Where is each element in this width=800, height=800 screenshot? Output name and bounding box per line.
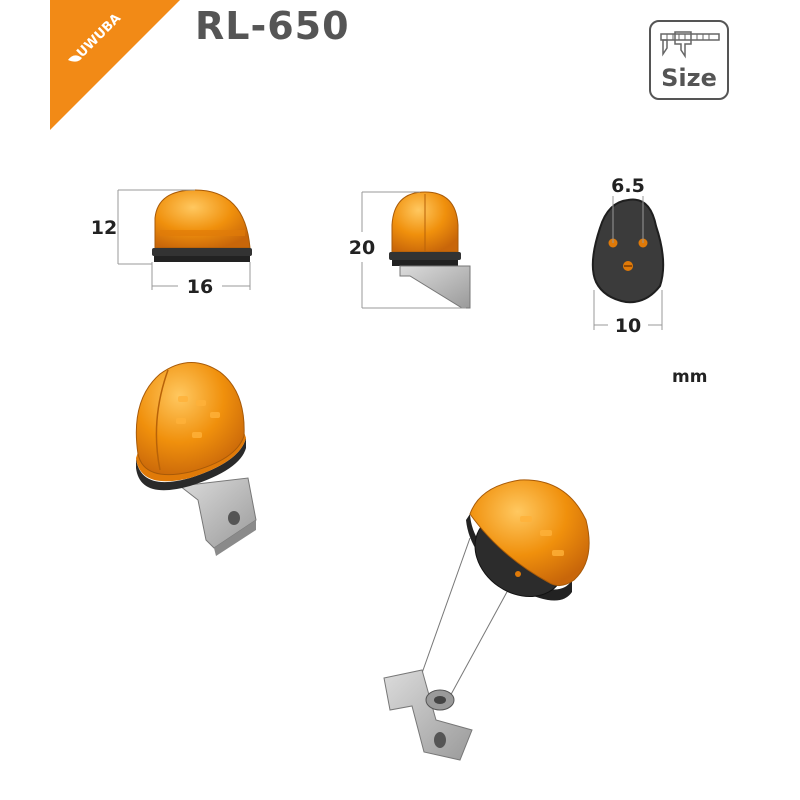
size-badge: Size — [649, 20, 729, 100]
base-width-label: 10 — [615, 315, 641, 337]
exploded-bracket-hole — [434, 732, 446, 748]
side-height-label: 12 — [91, 217, 117, 239]
brand-logo-icon — [68, 55, 82, 62]
brand-corner-banner: UWUBA — [50, 0, 180, 130]
top-width-label: 6.5 — [611, 175, 645, 197]
product-title: RL-650 — [195, 4, 350, 48]
caliper-icon — [660, 31, 720, 59]
front-view: 20 — [349, 191, 471, 309]
bracket-hole — [228, 511, 240, 525]
side-view: 12 16 — [91, 189, 252, 298]
bottom-view: 6.5 10 — [591, 175, 665, 337]
brand-triangle — [50, 0, 180, 130]
exploded-view — [383, 479, 590, 761]
size-label: Size — [661, 64, 717, 92]
unit-label: mm — [672, 367, 708, 387]
assembled-view — [135, 362, 257, 556]
front-height-label: 20 — [349, 237, 375, 259]
side-length-label: 16 — [187, 276, 213, 298]
